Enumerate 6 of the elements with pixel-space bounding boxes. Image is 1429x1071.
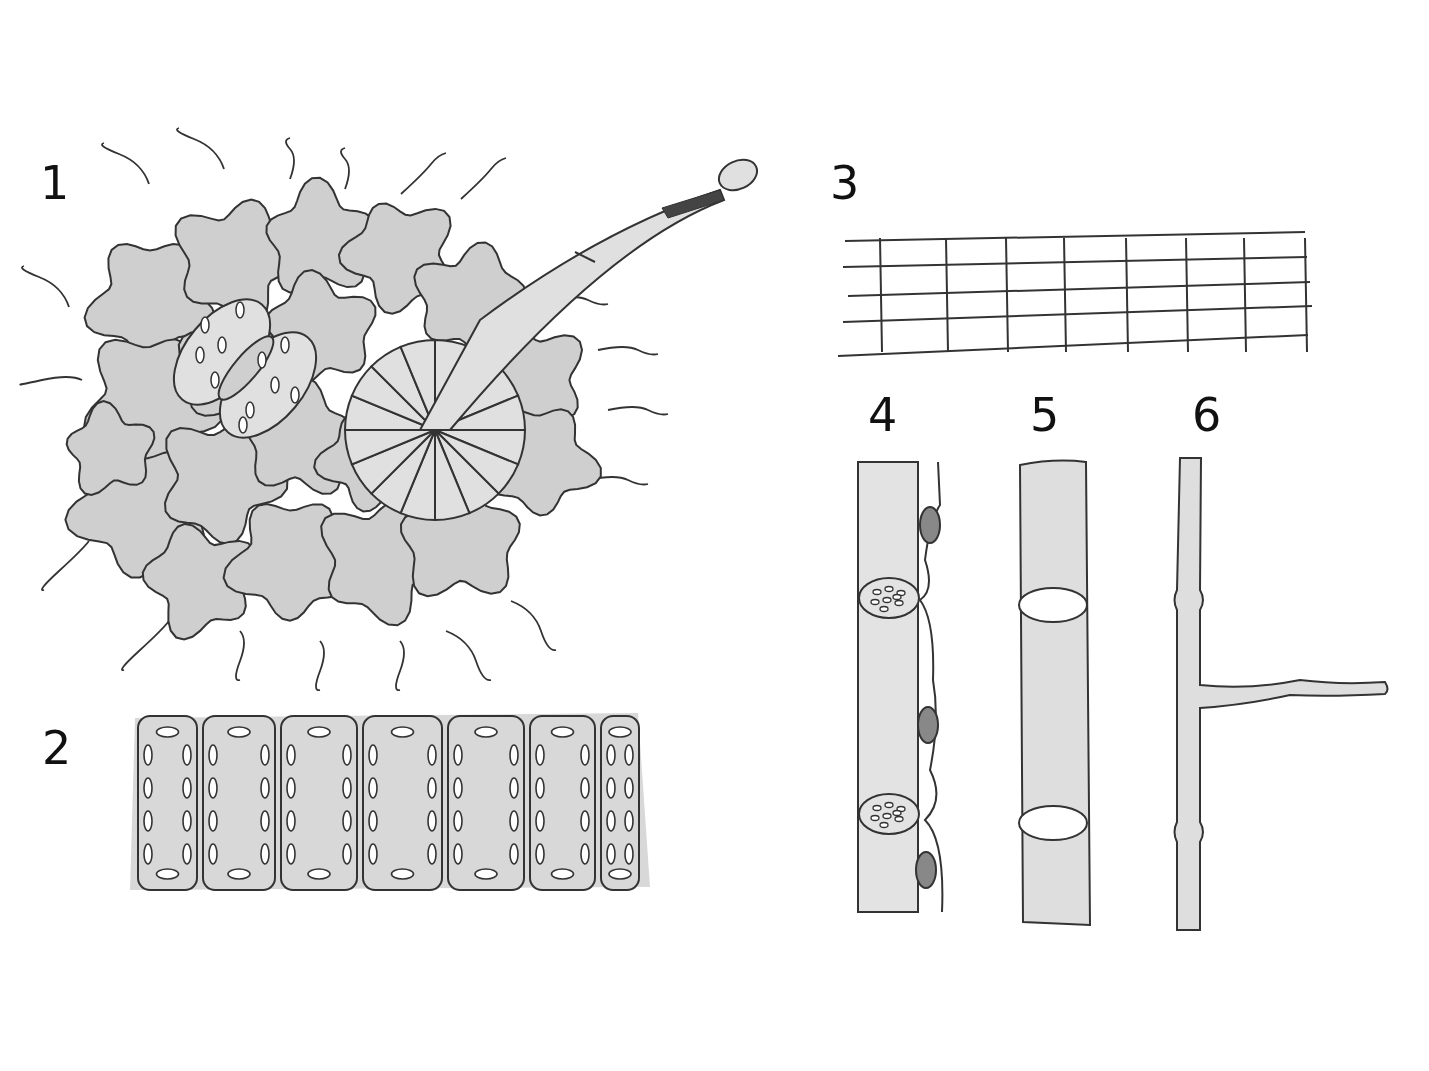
callout-number: 3 <box>830 160 860 206</box>
callout-number: 4 <box>868 392 898 438</box>
callout-number: 6 <box>1192 392 1222 438</box>
callout-number: 5 <box>1030 392 1060 438</box>
callout-number: 2 <box>42 725 72 771</box>
callout-number: 1 <box>40 160 70 206</box>
